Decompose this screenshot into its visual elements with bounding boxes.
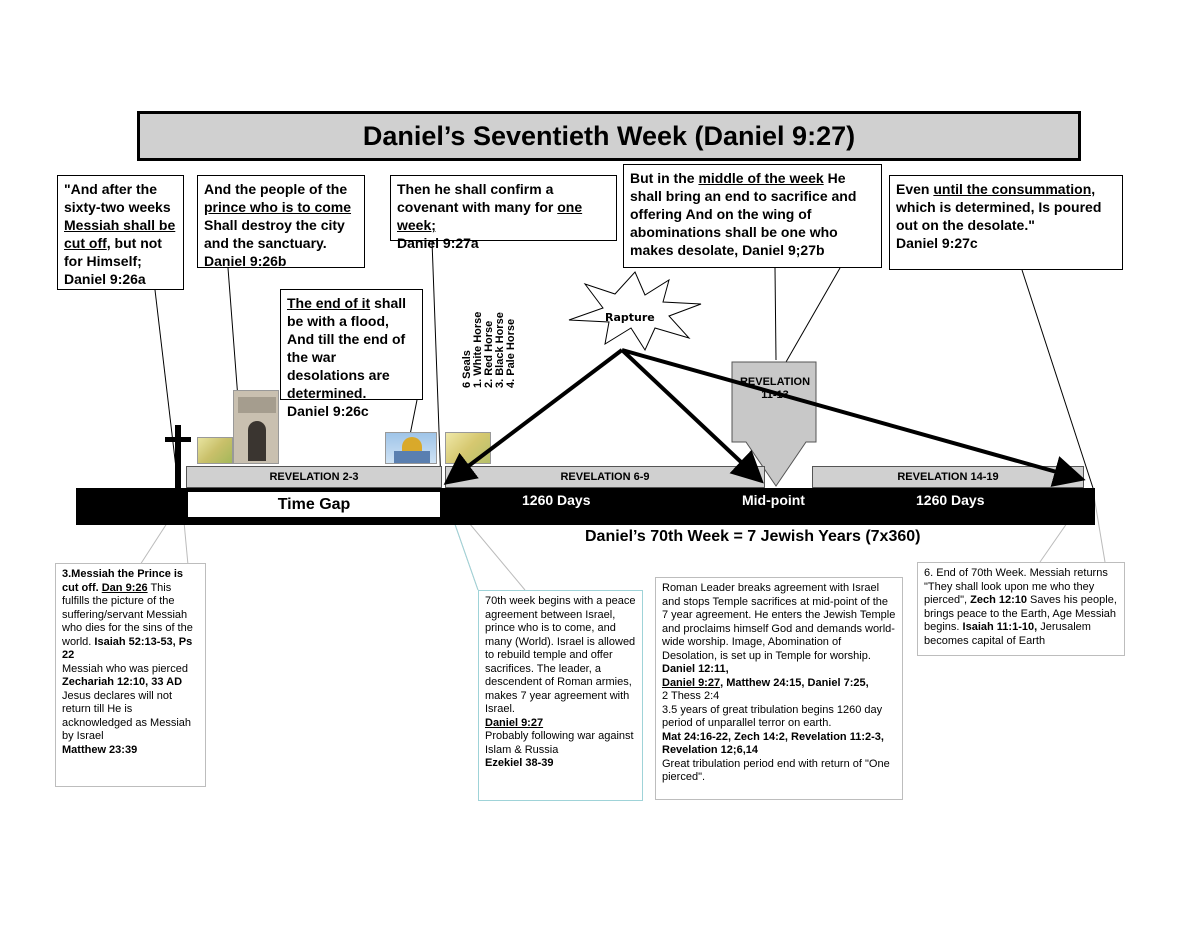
- note-ref: Zechariah 12:10, 33 AD: [62, 676, 182, 688]
- note-midpoint: Roman Leader breaks agreement with Israe…: [655, 577, 903, 800]
- note-ref: Dan 9:26: [102, 582, 148, 594]
- note-ref-underlined: Daniel 9:27: [662, 677, 720, 689]
- note-ref: , Matthew 24:15, Daniel 7:25,: [720, 677, 869, 689]
- note-text: Messiah who was pierced: [62, 663, 188, 675]
- note-70th-week-begins: 70th week begins with a peace agreement …: [478, 590, 643, 801]
- note-text: Jesus declares will not return till He i…: [62, 690, 191, 743]
- note-text: 70th week begins with a peace agreement …: [485, 595, 635, 715]
- note-end-of-70th-week: 6. End of 70th Week. Messiah returns "Th…: [917, 562, 1125, 656]
- note-ref: Mat 24:16-22, Zech 14:2, Revelation 11:2…: [662, 731, 884, 757]
- note-text: Roman Leader breaks agreement with Israe…: [662, 582, 895, 662]
- note-text: 2 Thess 2:4: [662, 690, 719, 702]
- note-ref: Matthew 23:39: [62, 744, 137, 756]
- note-text: 3.5 years of great tribulation begins 12…: [662, 704, 882, 730]
- note-ref: Daniel 9:27: [485, 717, 543, 729]
- note-text: Great tribulation period end with return…: [662, 758, 890, 784]
- note-ref-underlined: Daniel 9:27: [485, 717, 543, 729]
- note-ref: Daniel 12:11,: [662, 663, 729, 675]
- note-text: Probably following war against Islam & R…: [485, 730, 634, 756]
- note-messiah-cut-off: 3.Messiah the Prince is cut off. Dan 9:2…: [55, 563, 206, 787]
- note-ref-underlined: Dan 9:26: [102, 582, 148, 594]
- note-ref: Daniel 9:27: [662, 677, 720, 689]
- note-ref: Ezekiel 38-39: [485, 757, 554, 769]
- note-ref: Zech 12:10: [970, 594, 1027, 606]
- note-ref: Isaiah 11:1-10,: [963, 621, 1038, 633]
